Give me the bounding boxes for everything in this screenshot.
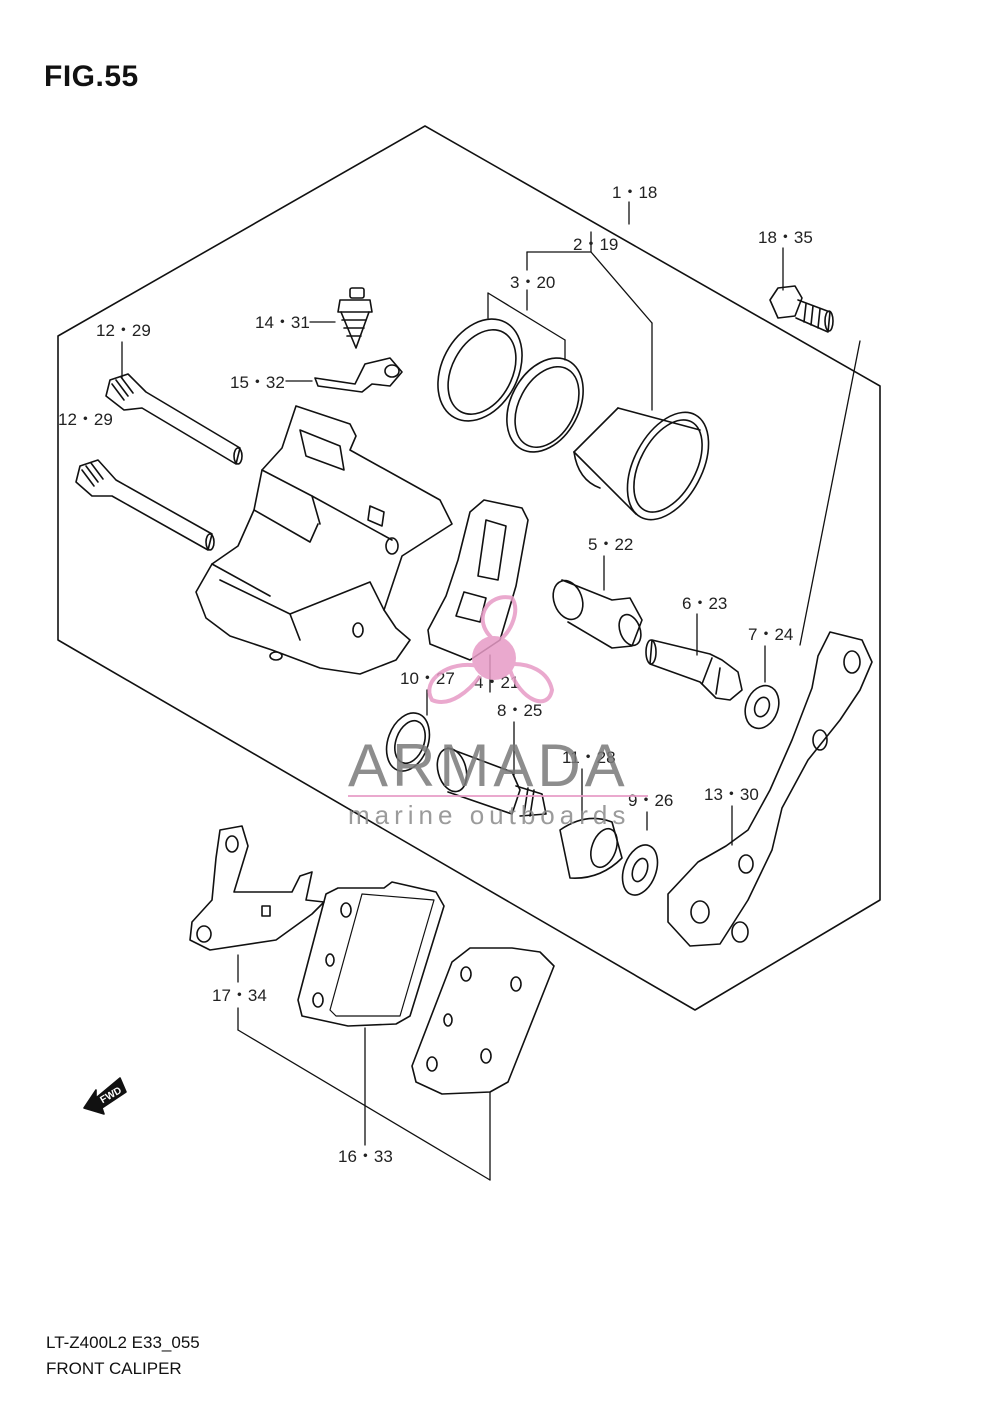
callout-label: 7・24 (748, 625, 793, 644)
bleeder-screw (337, 287, 373, 349)
figure-title: FIG.55 (44, 60, 139, 93)
diagram-caption: FRONT CALIPER (46, 1359, 182, 1378)
washer-upper (744, 684, 780, 730)
forward-direction-arrow (83, 1077, 127, 1115)
armada-watermark: ARMADA marine outboards (348, 595, 648, 830)
callout-label: 5・22 (588, 535, 633, 554)
pad-shim (189, 825, 325, 951)
pad-spring (427, 499, 529, 661)
callout-label: 8・25 (497, 701, 542, 720)
fwd-label: FWD (99, 1085, 124, 1106)
washer-lower (621, 844, 659, 896)
callout-label: 9・26 (628, 791, 673, 810)
bleeder-cap (314, 357, 403, 393)
callout-label: 11・28 (562, 748, 616, 767)
watermark-tagline: marine outboards (348, 800, 630, 830)
model-code: LT-Z400L2 E33_055 (46, 1333, 200, 1352)
caliper-bracket (667, 631, 873, 947)
slide-pin-lower (75, 459, 215, 551)
assembly-boundary (57, 125, 881, 1011)
callout-label: 16・33 (338, 1147, 393, 1166)
slide-sleeve (552, 579, 643, 649)
caliper-body (195, 405, 453, 675)
slide-sleeve-lower (436, 747, 547, 817)
callout-label: 13・30 (704, 785, 759, 804)
callout-label: 2・19 (573, 235, 618, 254)
piston-seal (506, 357, 584, 453)
callout-label: 18・35 (758, 228, 813, 247)
footer: LT-Z400L2 E33_055 FRONT CALIPER (46, 1330, 200, 1382)
slide-pin-upper (105, 373, 243, 465)
caliper-pin (645, 639, 743, 701)
callout-label: 15・32 (230, 373, 285, 392)
brake-pad-inner (297, 881, 445, 1027)
rubber-boot-lower (559, 817, 623, 879)
propeller-logo-icon (427, 595, 555, 704)
watermark-brand: ARMADA (348, 732, 629, 799)
callout-label: 12・29 (96, 321, 151, 340)
caliper-mounting-bolt (769, 285, 834, 333)
rubber-boot (385, 712, 431, 772)
callout-label: 6・23 (682, 594, 727, 613)
callout-label: 17・34 (212, 986, 267, 1005)
callout-label: 1・18 (612, 183, 657, 202)
callout-label: 14・31 (255, 313, 310, 332)
callout-label: 3・20 (510, 273, 555, 292)
caliper-piston (573, 407, 710, 521)
piston-dust-seal (437, 318, 523, 422)
callout-label: 10・27 (400, 669, 455, 688)
brake-pad-outer (411, 947, 555, 1095)
callout-label: 12・29 (58, 410, 113, 429)
